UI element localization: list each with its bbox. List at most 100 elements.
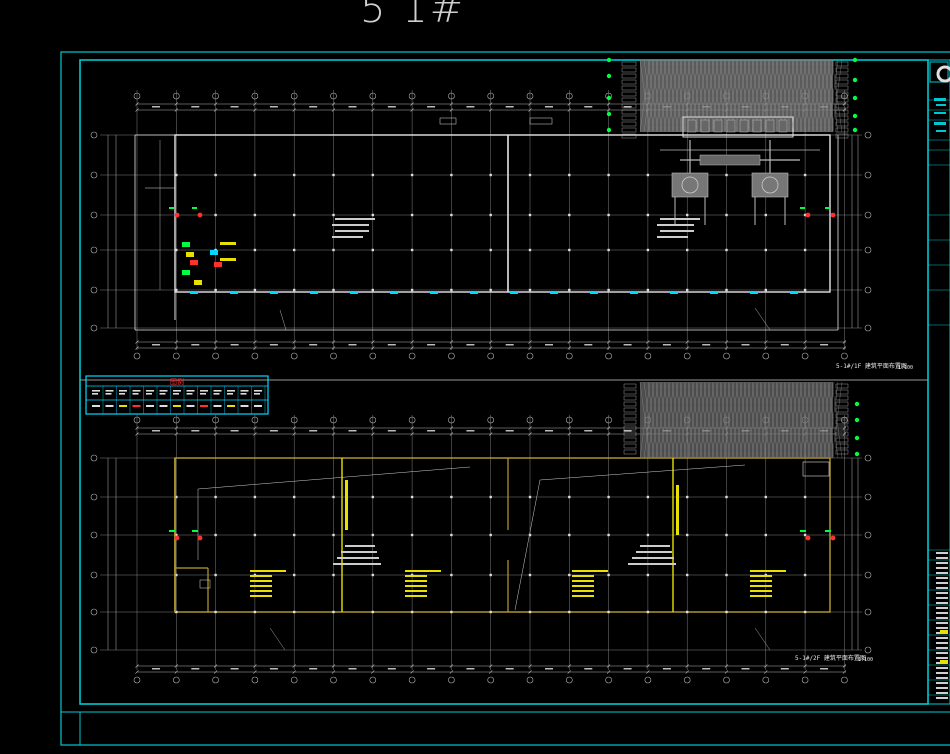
- dimension-tick: [685, 340, 689, 344]
- legend-value: [240, 405, 249, 407]
- dimension-tick: [685, 670, 689, 674]
- panel-component: [186, 252, 194, 257]
- grid-bubble: [212, 676, 219, 684]
- grid-bubble: [487, 352, 495, 360]
- dimension-text: [269, 668, 278, 670]
- vertical-label: [676, 485, 679, 535]
- dimension-text: [387, 344, 396, 346]
- fence-segment: [835, 85, 849, 91]
- room-tag-text: [405, 590, 427, 592]
- structural-column: [725, 533, 728, 537]
- title-block-text: [936, 617, 948, 619]
- dimension-tick: [135, 340, 139, 344]
- structural-column: [450, 610, 453, 614]
- dimension-tick: [253, 346, 257, 350]
- dimension-tick: [567, 102, 572, 106]
- fence-segment: [835, 443, 849, 449]
- structural-column: [410, 533, 414, 537]
- legend-value: [200, 405, 208, 407]
- room-tag-text: [750, 580, 772, 582]
- structural-column: [725, 173, 728, 177]
- room-tag-text: [750, 570, 786, 572]
- leader-line: [269, 627, 286, 651]
- dimension-tick: [449, 340, 454, 344]
- hatch-line: [735, 59, 747, 133]
- grid-bubble: [864, 493, 872, 501]
- fence-segment: [623, 443, 637, 449]
- structural-column: [371, 213, 374, 217]
- plan-2-caption: 5-1#/2F 建筑平面布置图: [795, 654, 866, 662]
- dimension-text: [780, 668, 789, 670]
- structural-column: [686, 533, 689, 537]
- marker-label: [825, 530, 831, 532]
- structural-column: [607, 288, 610, 292]
- dimension-tick: [213, 108, 218, 112]
- equipment-area-2f: [623, 381, 849, 459]
- dimension-tick: [371, 670, 375, 674]
- machine-body: [699, 154, 761, 166]
- grid-bubble: [864, 571, 872, 579]
- dimension-text: [269, 430, 278, 432]
- dimension-text: [466, 668, 475, 670]
- green-marker: [606, 127, 612, 133]
- fence-segment: [835, 97, 849, 103]
- structural-column: [410, 288, 414, 292]
- title-block-text: [936, 567, 948, 569]
- grid-bubble: [683, 352, 691, 360]
- hatch-line: [707, 59, 719, 133]
- title-block-stamp: [940, 630, 948, 634]
- dimension-tick: [135, 346, 139, 350]
- door-marker: [630, 291, 638, 294]
- dimension-tick: [253, 340, 257, 344]
- hatch-line: [655, 59, 667, 133]
- hatch-line: [803, 381, 815, 459]
- structural-column: [410, 495, 414, 499]
- dimension-tick: [488, 670, 493, 674]
- structural-column: [764, 610, 767, 614]
- dimension-text: [348, 430, 357, 432]
- grid-bubble: [565, 352, 573, 360]
- structural-column: [293, 213, 296, 217]
- structural-column: [175, 533, 178, 537]
- dimension-tick: [331, 432, 336, 436]
- room-label-text: [632, 557, 674, 559]
- legend-header-text: [240, 390, 249, 392]
- hatch-line: [791, 59, 803, 133]
- electrical-panel-cluster: [182, 242, 236, 285]
- legend-table[interactable]: 图例: [85, 375, 269, 415]
- title-block-text: [936, 657, 948, 659]
- structural-column: [607, 248, 610, 252]
- structural-column: [764, 288, 767, 292]
- dimension-tick: [803, 670, 807, 674]
- dimension-tick: [213, 664, 218, 668]
- title-block-text: [936, 582, 948, 584]
- marker-label: [192, 530, 198, 532]
- title-block-text: [936, 552, 948, 554]
- dimension-text: [152, 344, 160, 346]
- company-logo-icon: [936, 65, 950, 83]
- room-tag-text: [250, 585, 272, 587]
- room-tag-text: [250, 575, 272, 577]
- room-tag-text: [750, 595, 772, 597]
- equipment-area-1f: [621, 59, 849, 225]
- hatch-line: [771, 381, 783, 459]
- dimension-tick: [292, 340, 296, 344]
- room-label-text: [332, 236, 363, 238]
- dimension-tick: [371, 346, 375, 350]
- room-tag-text: [750, 590, 772, 592]
- dimension-tick: [528, 670, 532, 674]
- dimension-text: [152, 668, 160, 670]
- legend-header-text: [254, 393, 260, 395]
- annotation-box: [439, 117, 457, 125]
- dimension-text: [702, 344, 711, 346]
- hatch-line: [639, 59, 651, 133]
- dimension-tick: [646, 670, 650, 674]
- dimension-tick: [135, 426, 139, 430]
- hatch-line: [675, 59, 687, 133]
- structural-column: [686, 495, 689, 499]
- hatch-line: [663, 59, 675, 133]
- dimension-text: [545, 344, 553, 346]
- hatch-line: [743, 381, 755, 459]
- grid-bubble: [448, 676, 455, 684]
